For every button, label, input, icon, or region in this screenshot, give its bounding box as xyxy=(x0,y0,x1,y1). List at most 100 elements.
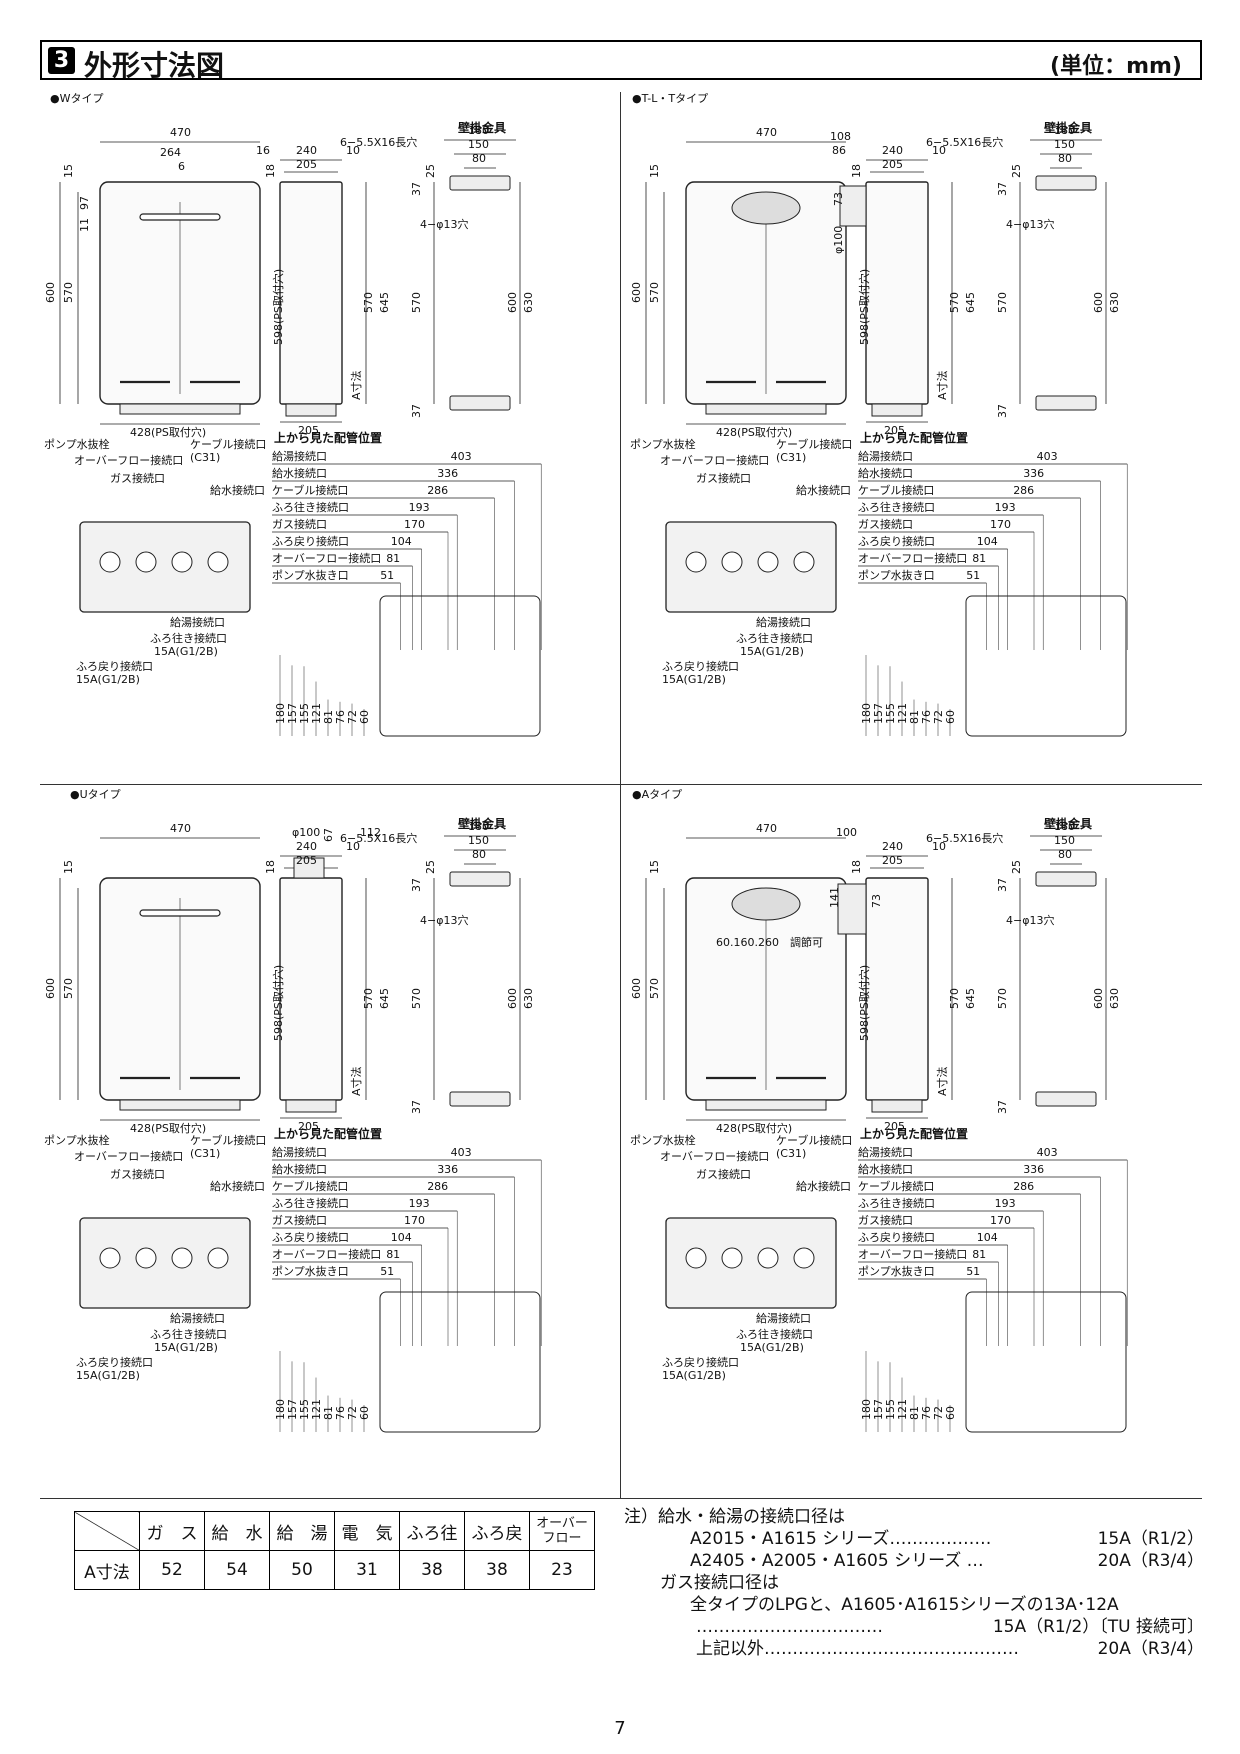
bracket-top xyxy=(449,175,511,191)
dimension-label: 4−φ13穴 xyxy=(1006,914,1055,927)
note-line: A2405・A2005・A1605 シリーズ … 20A（R3/4） xyxy=(624,1550,1204,1572)
dimension-label: 10 xyxy=(346,144,360,157)
dimension-label: 570 xyxy=(62,282,75,303)
dimension-label: 600 xyxy=(630,978,643,999)
pipe-port xyxy=(685,1247,707,1269)
dimension-label: オーバーフロー接続口 xyxy=(272,552,382,565)
dimension-label: 37 xyxy=(410,1100,423,1114)
dimension-label: オーバーフロー接続口 xyxy=(660,1150,770,1163)
table-header-cell: オーバーフロー xyxy=(529,1511,595,1551)
dimension-label: 15 xyxy=(62,860,75,874)
dimension-label: 60.160.260 調節可 xyxy=(716,936,823,949)
dimension-label: 80 xyxy=(472,848,486,861)
dimension-label: 428(PS取付穴) xyxy=(130,426,207,439)
dimension-label: 600 xyxy=(44,978,57,999)
dimension-label: 15 xyxy=(648,860,661,874)
dimension-label: 6−5.5X16長穴 xyxy=(340,832,418,845)
dimension-label: 給水接続口 xyxy=(858,467,913,480)
dimension-label: ふろ戻り接続口 xyxy=(76,660,153,673)
pipe-port xyxy=(207,1247,229,1269)
dimension-label: 73 xyxy=(870,894,883,908)
pipe-distance-value: 104 xyxy=(390,535,412,548)
panel-divider-horizontal xyxy=(40,784,1202,785)
dimension-label: 6−5.5X16長穴 xyxy=(340,136,418,149)
pipe-distance-value: 170 xyxy=(404,518,425,531)
dimension-label: 112 xyxy=(360,826,381,839)
pipe-distance-value: 104 xyxy=(976,535,998,548)
pipe-distance-value: 170 xyxy=(990,1214,1011,1227)
dimension-label: 570 xyxy=(62,978,75,999)
dimension-label: 給湯接続口 xyxy=(756,616,811,629)
dimension-label: 141 xyxy=(828,887,841,908)
dimension-label: 645 xyxy=(964,292,977,313)
pipe-port xyxy=(171,551,193,573)
dimension-label: ケーブル接続口 xyxy=(190,438,267,451)
pipe-distance-value: 193 xyxy=(994,1197,1016,1210)
dimension-label: 205 xyxy=(298,1120,319,1133)
dimension-label: 150 xyxy=(468,834,489,847)
note-line: A2015・A1615 シリーズ……………… 15A（R1/2） xyxy=(624,1528,1204,1550)
dimension-label: 25 xyxy=(424,860,437,874)
dimension-label: ポンプ水抜栓 xyxy=(44,438,110,451)
dimension-label: (C31) xyxy=(190,1147,221,1160)
dimension-label: 570 xyxy=(948,988,961,1009)
pipe-distance-value: 81 xyxy=(972,1248,987,1261)
dimension-label: 205 xyxy=(884,1120,905,1133)
dimension-label: 給水接続口 xyxy=(272,1163,327,1176)
dimension-label: 428(PS取付穴) xyxy=(716,426,793,439)
bottom-view-body xyxy=(79,521,251,613)
dimension-label: 645 xyxy=(964,988,977,1009)
dimension-label: 給湯接続口 xyxy=(170,1312,225,1325)
dimension-label: 86 xyxy=(832,144,846,157)
table-row-label: A寸法 xyxy=(74,1550,140,1590)
pipe-distance-value: 81 xyxy=(386,1248,401,1261)
note-text: …………………………… xyxy=(696,1617,883,1637)
dimension-label: 600 xyxy=(630,282,643,303)
pipe-distance-value: 51 xyxy=(380,1265,395,1278)
pipe-distance-value: 403 xyxy=(450,450,472,463)
dimension-label: 600 xyxy=(506,292,519,313)
dimension-label: オーバーフロー接続口 xyxy=(272,1248,382,1261)
dimension-label: 6 xyxy=(178,160,185,173)
dimension-label: 645 xyxy=(378,988,391,1009)
drawing-svg xyxy=(59,835,542,1433)
pipe-distance-value: 81 xyxy=(972,552,987,565)
table-header-cell: ふろ往 xyxy=(399,1511,465,1551)
dimension-label: 570 xyxy=(996,292,1009,313)
dimension-label: ふろ往き接続口 xyxy=(150,632,227,645)
dimension-label: 給水接続口 xyxy=(272,467,327,480)
dimension-label: 上から見た配管位置 xyxy=(274,1127,383,1141)
exhaust-grille xyxy=(731,887,801,921)
dimension-label: ガス接続口 xyxy=(272,518,327,531)
dimension-label: 25 xyxy=(424,164,437,178)
note-text: A2405・A2005・A1605 シリーズ … xyxy=(690,1551,984,1571)
dimension-label: ガス接続口 xyxy=(696,1168,751,1181)
dimension-label: ふろ往き接続口 xyxy=(272,501,349,514)
table-header-cell: ふろ戻 xyxy=(464,1511,530,1551)
section-title-bar: 3 外形寸法図 (単位：mm) xyxy=(40,40,1202,82)
table-corner-cell xyxy=(74,1511,140,1551)
dimension-label: 598(PS取付穴) xyxy=(272,964,285,1041)
height-dimension-label: 60 xyxy=(358,710,371,724)
dimension-label: 108 xyxy=(830,130,851,143)
dimension-label: 4−φ13穴 xyxy=(420,914,469,927)
dimension-label: ケーブル接続口 xyxy=(190,1134,267,1147)
dimension-label: ふろ戻り接続口 xyxy=(858,1231,935,1244)
dimension-label: 給湯接続口 xyxy=(858,450,913,463)
dimension-label: 給湯接続口 xyxy=(756,1312,811,1325)
dimension-label: 15 xyxy=(648,164,661,178)
note-line: ガス接続口径は xyxy=(624,1572,1204,1594)
table-header-cell: ガ ス xyxy=(139,1511,205,1551)
dimension-label: 67 xyxy=(322,828,335,842)
dimension-label: φ100 xyxy=(832,225,845,254)
dimension-label: 15 xyxy=(62,164,75,178)
dimension-label: オーバーフロー接続口 xyxy=(74,1150,184,1163)
pipe-port xyxy=(99,551,121,573)
side-view-body xyxy=(279,181,343,405)
dimension-label: 630 xyxy=(1108,292,1121,313)
dimension-label: (C31) xyxy=(776,451,807,464)
dimension-label: 上から見た配管位置 xyxy=(274,431,383,445)
note-text: 上記以外……………………………………… xyxy=(696,1639,1019,1659)
pipe-port xyxy=(135,551,157,573)
